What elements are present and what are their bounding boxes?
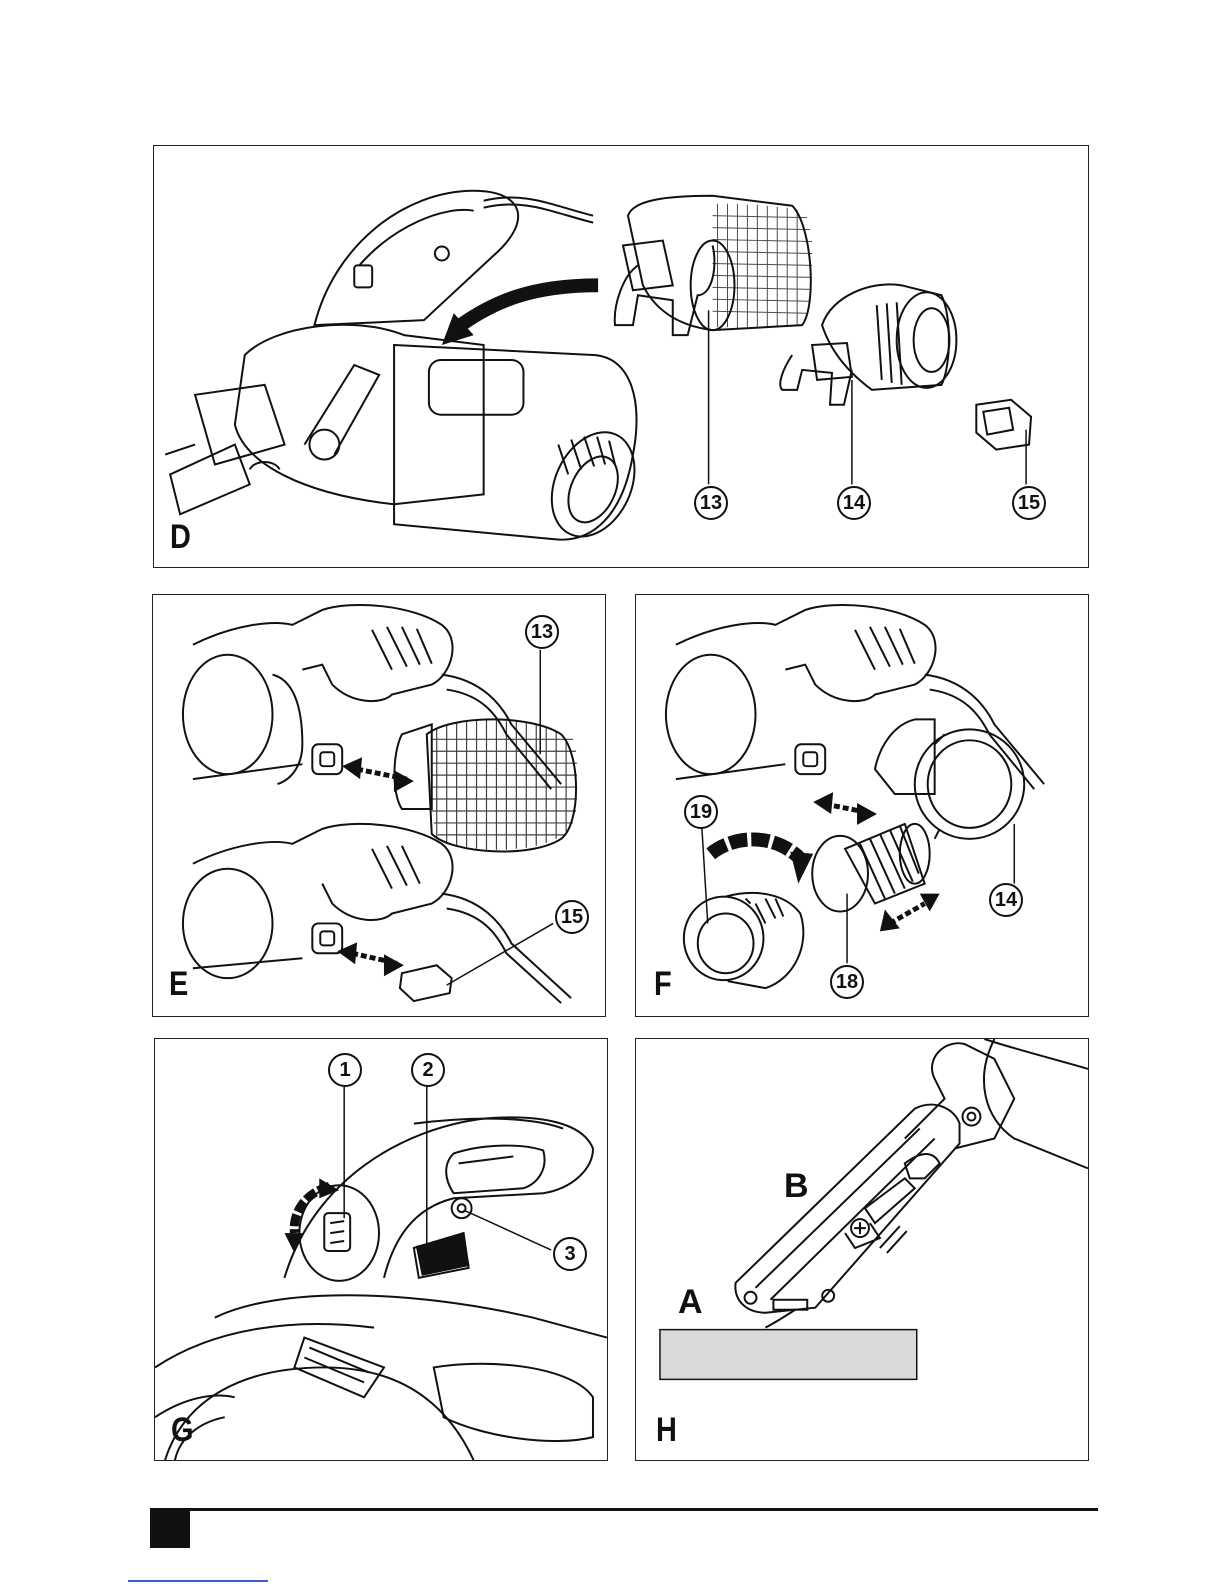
figure-panel-f: 19 14 18 F <box>635 594 1089 1017</box>
callout-13: 13 <box>694 486 728 520</box>
callout-14: 14 <box>837 486 871 520</box>
nozzle-attach-drawing <box>153 595 605 1016</box>
page-number-block <box>150 1508 190 1548</box>
callout-15: 15 <box>555 900 589 934</box>
footer-link-underline[interactable] <box>128 1580 268 1582</box>
filter-nozzle-14 <box>780 284 956 404</box>
callout-18: 18 <box>830 965 864 999</box>
footer-rule <box>150 1508 1098 1511</box>
work-surface <box>660 1330 917 1380</box>
figure-panel-h: B A H <box>635 1038 1089 1461</box>
tool-with-nozzles-drawing <box>154 146 1088 567</box>
figure-panel-g: 1 2 3 G <box>154 1038 608 1461</box>
panel-letter-h: H <box>656 1411 677 1450</box>
label-b: B <box>784 1167 809 1206</box>
callout-15: 15 <box>1012 486 1046 520</box>
switch-controls-drawing <box>155 1039 607 1460</box>
callout-13: 13 <box>525 615 559 649</box>
callout-2: 2 <box>411 1053 445 1087</box>
callout-19: 19 <box>684 795 718 829</box>
pivot-guide-drawing <box>636 1039 1088 1460</box>
figure-panel-d: 13 14 15 D <box>153 145 1089 568</box>
callout-14: 14 <box>989 883 1023 917</box>
small-adapter-15 <box>976 400 1031 450</box>
figure-panel-e: 13 15 E <box>152 594 606 1017</box>
panel-letter-g: G <box>171 1411 193 1450</box>
panel-letter-d: D <box>170 518 191 557</box>
panel-letter-f: F <box>654 965 672 1004</box>
panel-letter-e: E <box>169 965 188 1004</box>
callout-3: 3 <box>553 1237 587 1271</box>
label-a: A <box>678 1283 703 1322</box>
callout-1: 1 <box>328 1053 362 1087</box>
